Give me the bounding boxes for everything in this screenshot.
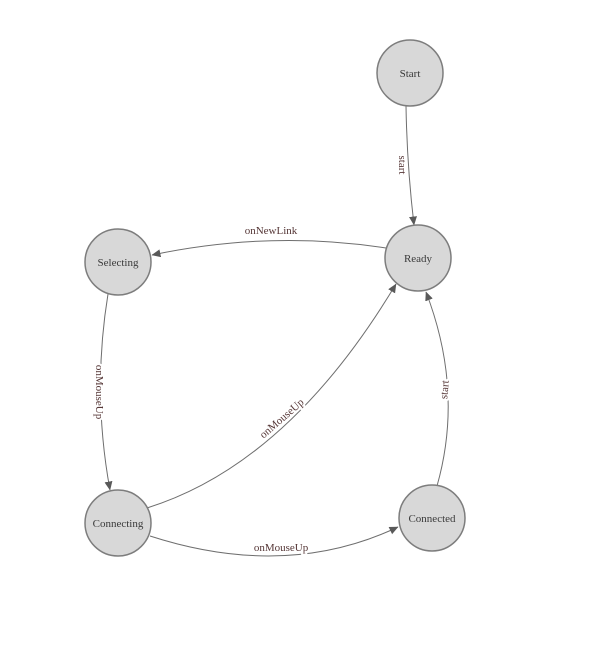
node-circle-connected[interactable] [398, 484, 466, 552]
edge-label-ready-selecting: onNewLink [245, 225, 298, 237]
edge-start-ready[interactable] [405, 105, 417, 226]
node-circle-selecting[interactable] [84, 228, 152, 296]
edge-label-start-ready: start [396, 156, 408, 175]
edge-label-selecting-connecting: onMouseUp [93, 365, 105, 420]
node-circle-connecting[interactable] [84, 489, 152, 557]
node-start[interactable]: Start [376, 39, 444, 107]
node-selecting[interactable]: Selecting [84, 228, 152, 296]
edge-label-connecting-connected: onMouseUp [254, 542, 309, 554]
edge-connecting-ready[interactable] [146, 283, 397, 509]
node-connecting[interactable]: Connecting [84, 489, 152, 557]
edge-selecting-connecting[interactable] [99, 293, 113, 491]
node-circle-start[interactable] [376, 39, 444, 107]
node-connected[interactable]: Connected [398, 484, 466, 552]
edge-label-connected-ready: start [438, 380, 452, 400]
edge-connected-ready[interactable] [425, 291, 449, 487]
node-ready[interactable]: Ready [384, 224, 452, 292]
edge-label-connecting-ready: onMouseUp [258, 396, 307, 441]
edge-connecting-connected[interactable] [149, 526, 399, 557]
edge-ready-selecting[interactable] [151, 239, 387, 258]
node-circle-ready[interactable] [384, 224, 452, 292]
